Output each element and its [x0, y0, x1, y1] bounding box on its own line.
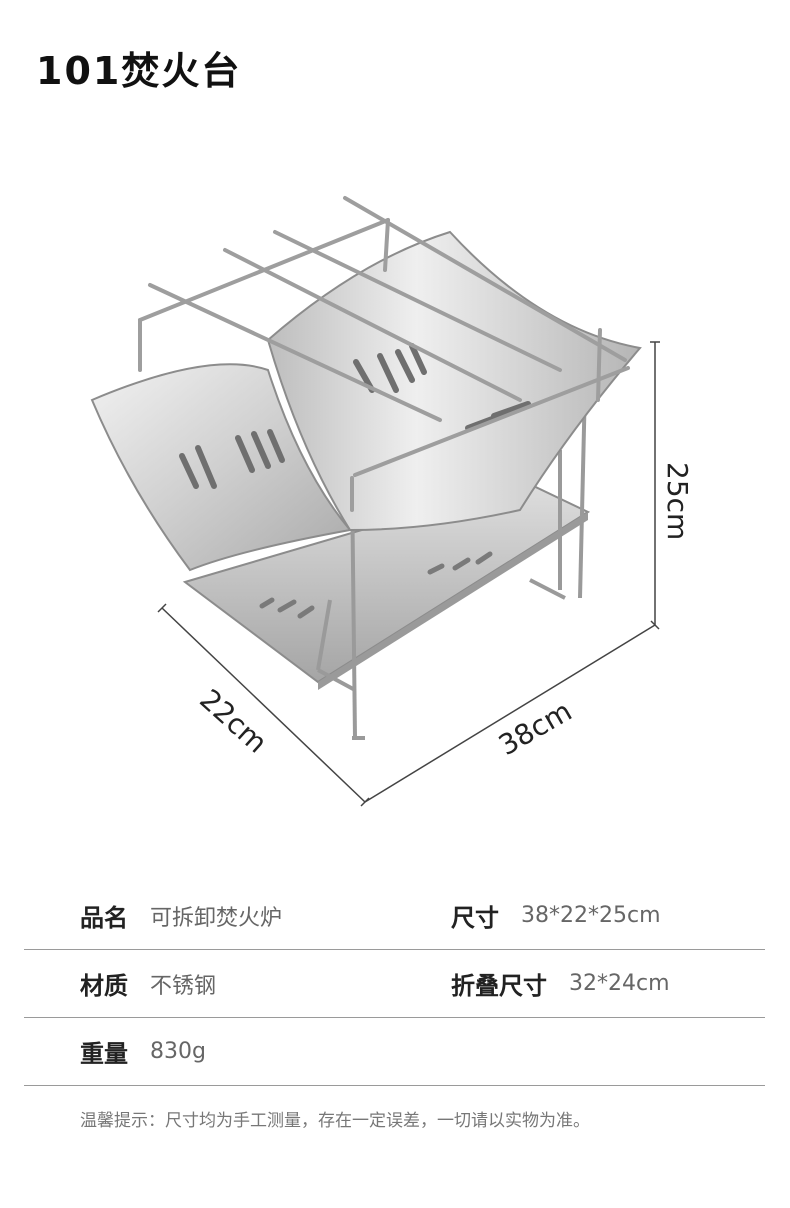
product-title: 101焚火台: [36, 49, 242, 93]
spec-label-name: 品名: [80, 904, 128, 932]
spec-value-material: 不锈钢: [150, 973, 217, 999]
dimension-lines: [157, 341, 660, 807]
spec-value-folded-size: 32*24cm: [569, 971, 670, 996]
spec-row: 重量 830g: [24, 1018, 765, 1086]
spec-cell: 尺寸 38*22*25cm: [394, 898, 765, 933]
spec-label-material: 材质: [80, 972, 128, 1000]
measurement-note: 温馨提示：尺寸均为手工测量，存在一定误差，一切请以实物为准。: [80, 1111, 590, 1131]
width-dimension-label: 38cm: [493, 694, 577, 762]
spec-value-name: 可拆卸焚火炉: [150, 905, 283, 931]
spec-cell: 重量 830g: [24, 1034, 394, 1069]
spec-table: 品名 可拆卸焚火炉 尺寸 38*22*25cm 材质 不锈钢 折叠尺寸 32*2…: [24, 882, 765, 1086]
spec-value-size: 38*22*25cm: [521, 903, 661, 928]
left-curved-plate: [90, 363, 352, 572]
grill-rack: [138, 196, 630, 512]
spec-value-weight: 830g: [150, 1039, 206, 1064]
fire-pit-illustration: 22cm 38cm 25cm: [90, 196, 694, 807]
spec-row: 材质 不锈钢 折叠尺寸 32*24cm: [24, 950, 765, 1018]
spec-label-folded-size: 折叠尺寸: [451, 972, 547, 1000]
spec-cell: 折叠尺寸 32*24cm: [394, 966, 765, 1001]
product-figure: 22cm 38cm 25cm: [0, 170, 790, 830]
right-curved-plate: [266, 230, 642, 532]
spec-row: 品名 可拆卸焚火炉 尺寸 38*22*25cm: [24, 882, 765, 950]
depth-dimension-label: 22cm: [193, 683, 273, 760]
height-dimension-label: 25cm: [661, 462, 694, 540]
spec-label-size: 尺寸: [451, 904, 499, 932]
spec-cell: 品名 可拆卸焚火炉: [24, 898, 394, 933]
spec-cell: 材质 不锈钢: [24, 966, 394, 1001]
spec-label-weight: 重量: [80, 1040, 128, 1068]
